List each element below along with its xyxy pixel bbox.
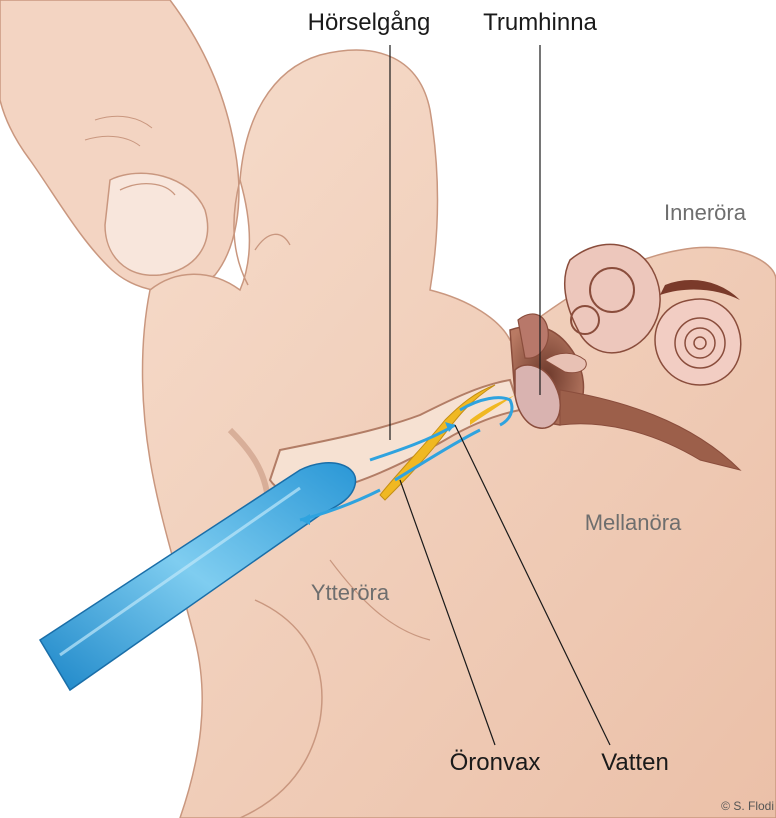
label-outer-ear: Ytteröra	[311, 580, 390, 605]
label-eardrum: Trumhinna	[483, 9, 597, 36]
finger	[0, 0, 239, 291]
label-water: Vatten	[601, 749, 669, 776]
label-middle-ear: Mellanöra	[585, 510, 682, 535]
credit: © S. Flodi	[721, 799, 774, 813]
label-inner-ear: Inneröra	[664, 200, 747, 225]
label-ear-canal: Hörselgång	[308, 9, 431, 36]
label-earwax: Öronvax	[450, 749, 541, 776]
